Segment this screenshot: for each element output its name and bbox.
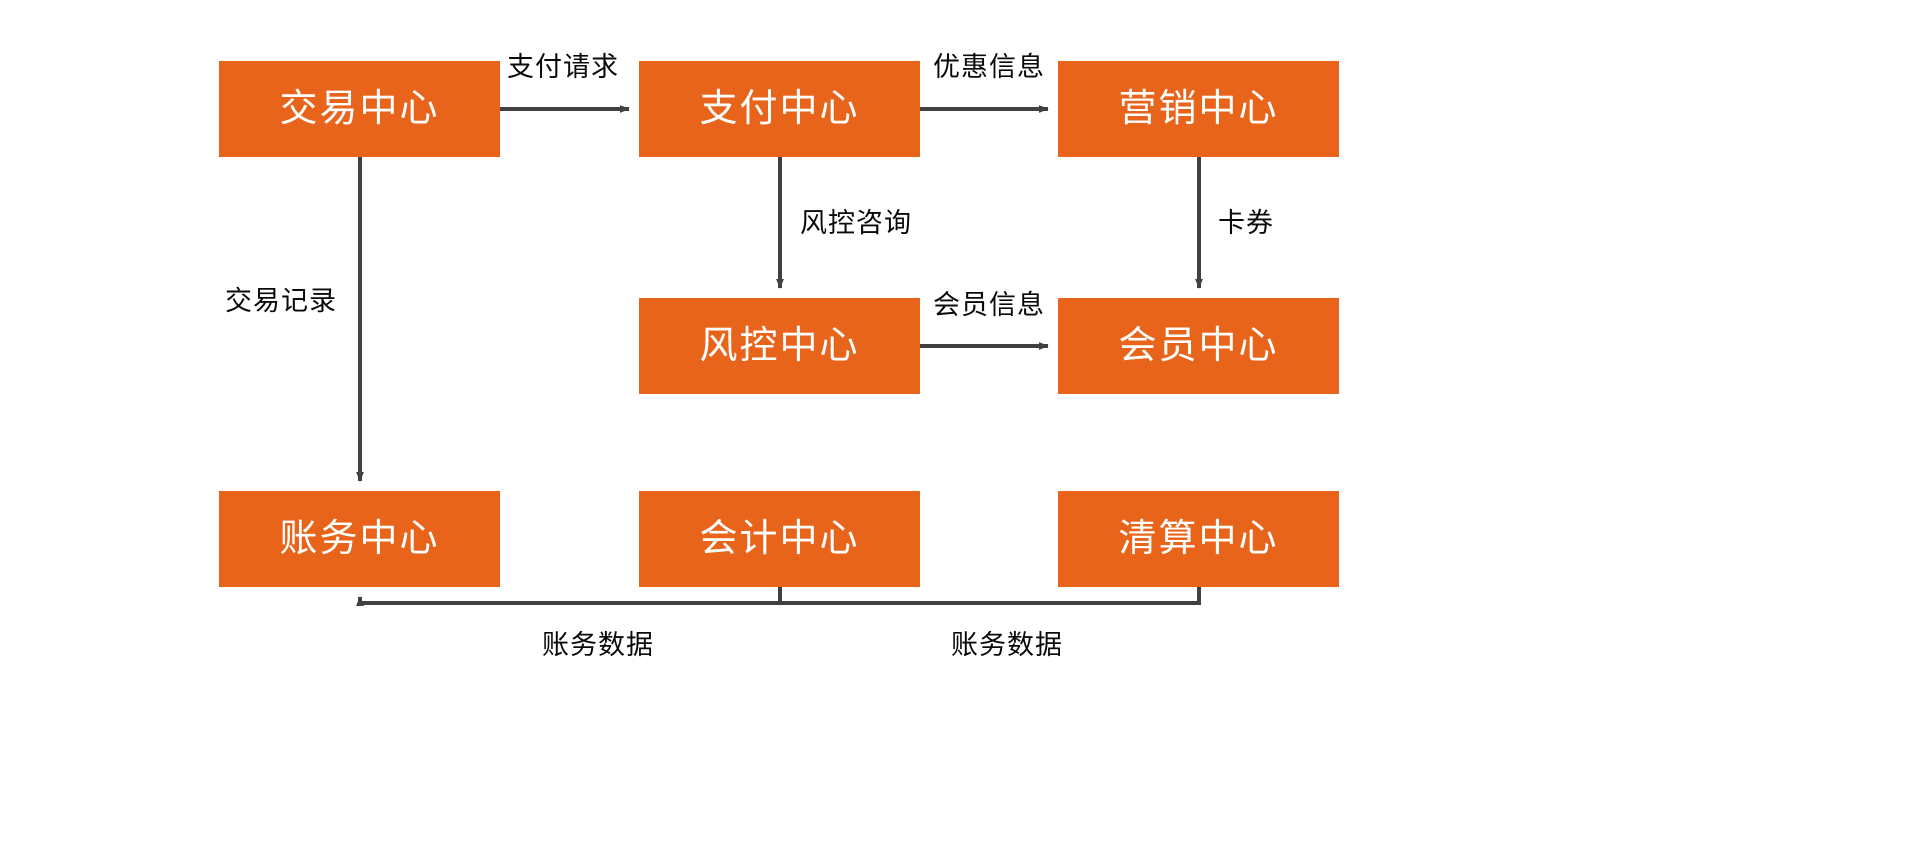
node-marketing-center[interactable]: 营销中心 <box>1058 61 1339 157</box>
edge-label-marketing-member: 卡券 <box>1218 208 1274 238</box>
edge-label-accounting-account: 账务数据 <box>542 630 654 660</box>
edge-label-settlement-account: 账务数据 <box>951 630 1063 660</box>
node-trade-center[interactable]: 交易中心 <box>219 61 500 157</box>
node-label: 交易中心 <box>279 88 440 130</box>
edge-accounting-account <box>356 587 782 607</box>
node-label: 营销中心 <box>1118 88 1279 130</box>
node-label: 会计中心 <box>699 518 860 560</box>
edge-label-payment-risk: 风控咨询 <box>800 208 912 238</box>
node-settlement-center[interactable]: 清算中心 <box>1058 491 1339 587</box>
node-label: 账务中心 <box>279 518 440 560</box>
edge-label-payment-marketing: 优惠信息 <box>933 52 1045 82</box>
node-label: 风控中心 <box>699 325 860 367</box>
edge-settlement-account <box>780 587 1201 605</box>
node-label: 支付中心 <box>699 88 860 130</box>
edge-label-trade-payment: 支付请求 <box>507 52 619 82</box>
node-accounting-center[interactable]: 会计中心 <box>639 491 920 587</box>
edge-label-risk-member: 会员信息 <box>933 290 1045 320</box>
edge-label-trade-account: 交易记录 <box>225 286 337 316</box>
node-account-center[interactable]: 账务中心 <box>219 491 500 587</box>
node-risk-center[interactable]: 风控中心 <box>639 298 920 394</box>
node-label: 清算中心 <box>1118 518 1279 560</box>
node-member-center[interactable]: 会员中心 <box>1058 298 1339 394</box>
node-label: 会员中心 <box>1118 325 1279 367</box>
node-payment-center[interactable]: 支付中心 <box>639 61 920 157</box>
